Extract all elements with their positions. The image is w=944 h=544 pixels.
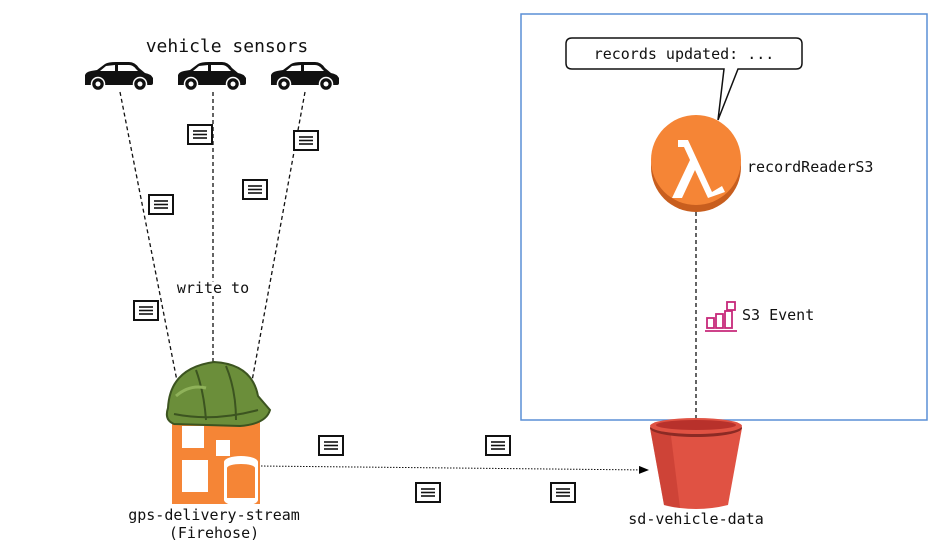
write-to-label: write to bbox=[177, 279, 249, 297]
delivery-arrow bbox=[257, 465, 649, 474]
speech-bubble-text: records updated: ... bbox=[594, 45, 775, 63]
car-icon bbox=[84, 61, 154, 92]
bucket-name-label: sd-vehicle-data bbox=[628, 510, 763, 528]
speech-bubble: records updated: ... bbox=[565, 37, 803, 121]
car-icon bbox=[177, 61, 247, 92]
sensor-line-left bbox=[119, 91, 179, 387]
vehicle-sensors-label: vehicle sensors bbox=[146, 36, 309, 57]
document-icon bbox=[415, 482, 441, 503]
lambda-name-label: recordReaderS3 bbox=[747, 158, 873, 176]
s3-event-icon bbox=[705, 301, 737, 332]
firehose-name-label: gps-delivery-stream bbox=[128, 506, 300, 524]
document-icon bbox=[242, 179, 268, 200]
document-icon bbox=[550, 482, 576, 503]
hard-hat-icon bbox=[165, 360, 272, 428]
document-icon bbox=[293, 130, 319, 151]
document-icon bbox=[148, 194, 174, 215]
s3-bucket-icon bbox=[650, 418, 742, 509]
document-icon bbox=[485, 435, 511, 456]
car-icon bbox=[270, 61, 340, 92]
document-icon bbox=[187, 124, 213, 145]
firehose-type-label: (Firehose) bbox=[169, 524, 259, 542]
s3-event-label: S3 Event bbox=[742, 306, 814, 324]
document-icon bbox=[318, 435, 344, 456]
firehose-icon bbox=[172, 412, 260, 506]
document-icon bbox=[133, 300, 159, 321]
lambda-icon bbox=[651, 115, 741, 212]
